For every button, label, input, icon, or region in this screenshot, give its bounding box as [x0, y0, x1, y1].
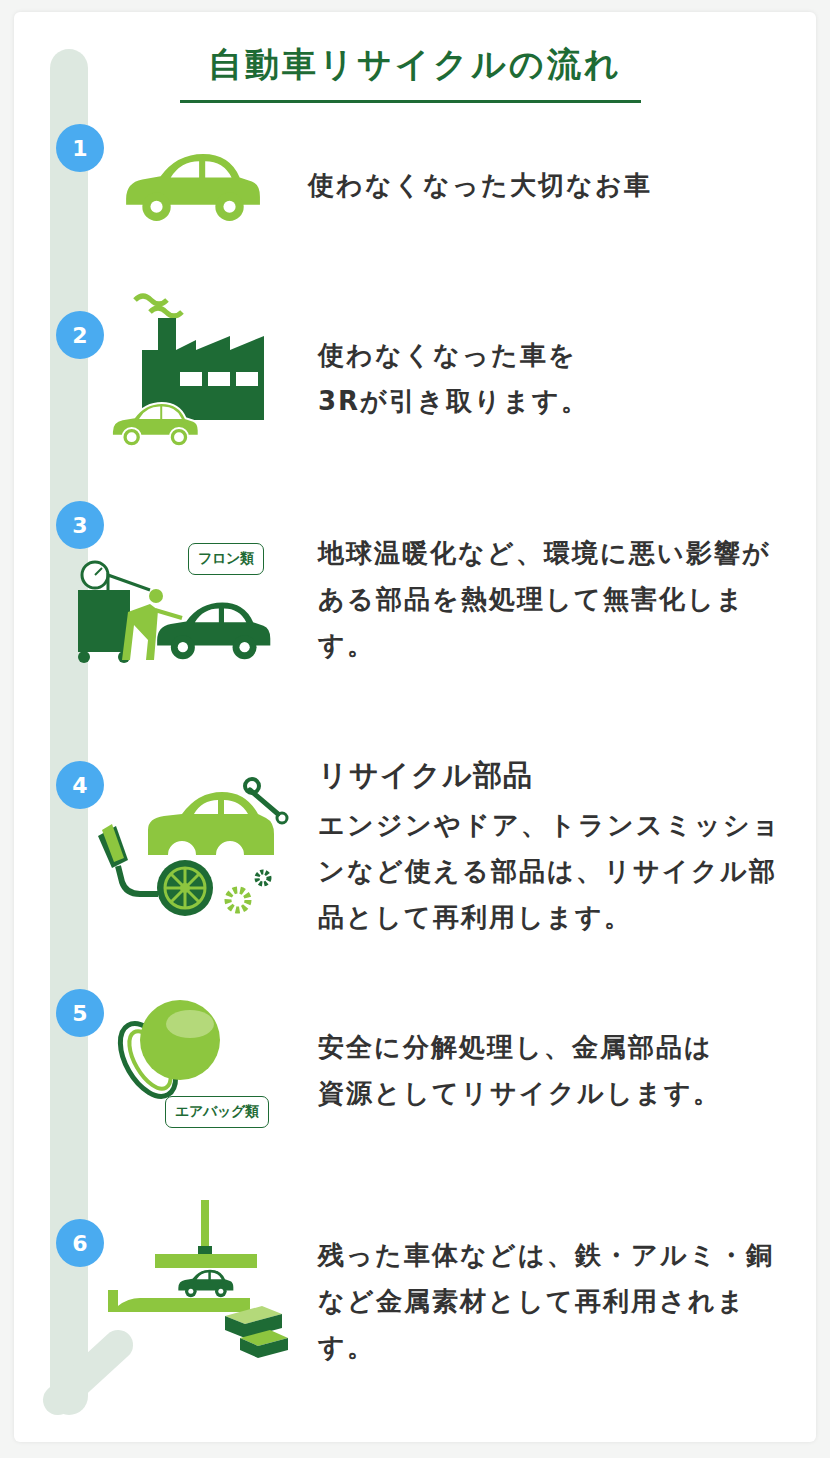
- step-number-circle: 6: [56, 1219, 104, 1267]
- step-description: 使わなくなった大切なお車: [308, 162, 788, 208]
- step-number: 6: [72, 1231, 87, 1256]
- step-number-circle: 2: [56, 311, 104, 359]
- category-tag: フロン類: [188, 543, 264, 575]
- step-description: 残った車体などは、鉄・アルミ・銅など金属素材として再利用されます。: [318, 1232, 788, 1370]
- step-number-circle: 4: [56, 761, 104, 809]
- step-number: 2: [72, 323, 87, 348]
- category-tag: エアバッグ類: [165, 1096, 269, 1128]
- step-description: エンジンやドア、トランスミッションなど使える部品は、リサイクル部品として再利用し…: [318, 802, 788, 940]
- tag-text: エアバッグ類: [175, 1103, 259, 1121]
- step-description: 使わなくなった車を 3Rが引き取ります。: [318, 332, 618, 424]
- step-description: 地球温暖化など、環境に悪い影響がある部品を熱処理して無害化します。: [318, 530, 788, 668]
- step-number-circle: 1: [56, 124, 104, 172]
- step-description: 安全に分解処理し、金属部品は 資源としてリサイクルします。: [318, 1024, 748, 1116]
- step-number: 4: [72, 773, 87, 798]
- step-number: 1: [72, 136, 87, 161]
- step-number: 3: [72, 513, 87, 538]
- card-background: [14, 12, 816, 1442]
- step-number-circle: 3: [56, 501, 104, 549]
- diagram-title: 自動車リサイクルの流れ: [0, 42, 830, 88]
- tag-text: フロン類: [198, 550, 254, 568]
- step-number-circle: 5: [56, 989, 104, 1037]
- step-number: 5: [72, 1001, 87, 1026]
- step-heading: リサイクル部品: [318, 752, 788, 798]
